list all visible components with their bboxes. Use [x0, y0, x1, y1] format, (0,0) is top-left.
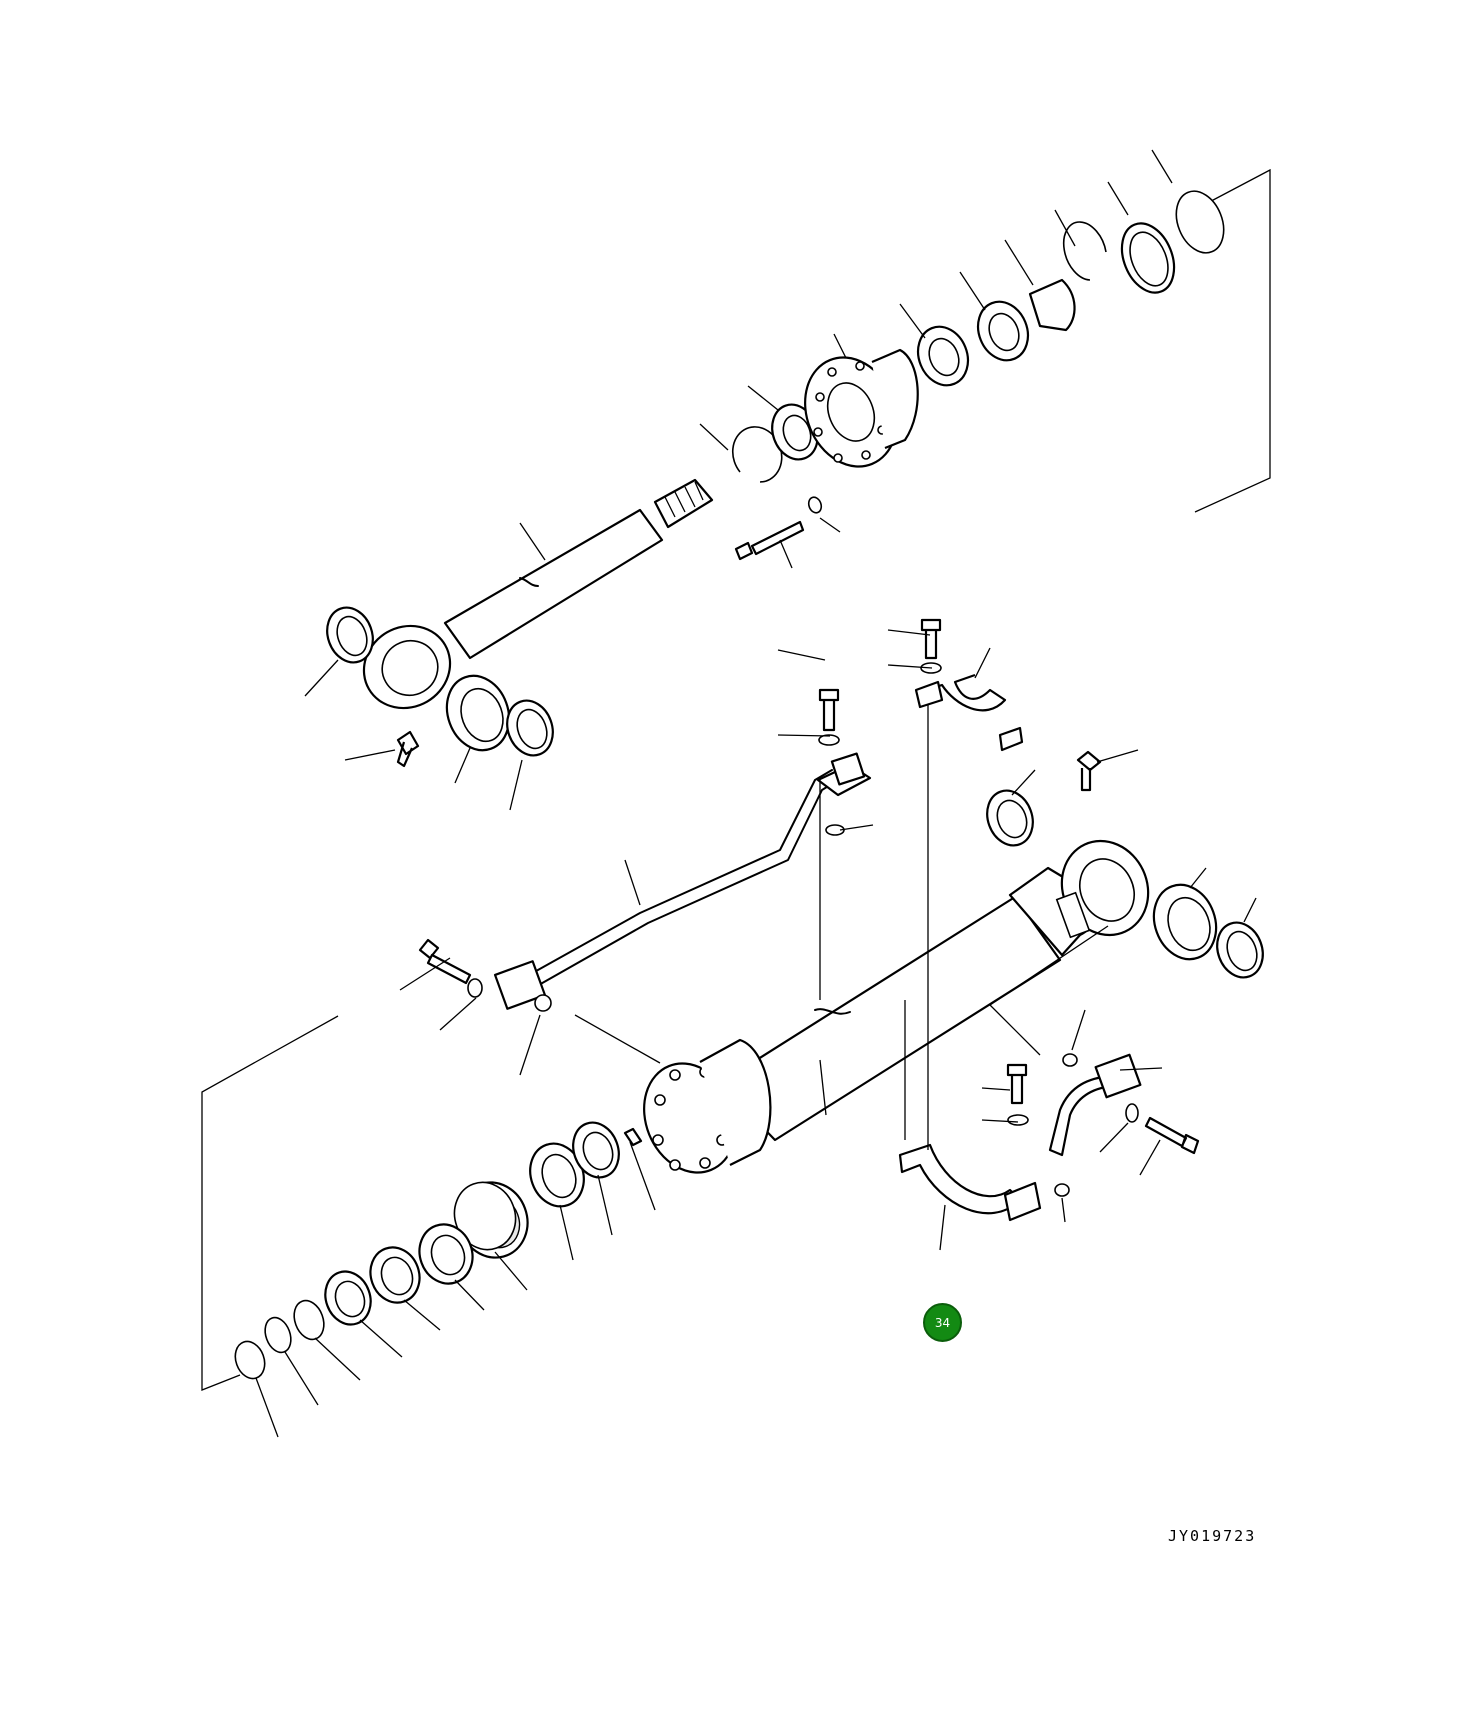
piston-rod [443, 508, 664, 660]
head-bolt [734, 520, 805, 561]
pipe-oring-lower [534, 994, 552, 1012]
rod-group-bracket [1194, 168, 1271, 513]
bottom-oring-2 [1054, 1183, 1070, 1197]
grease-fitting [396, 730, 420, 768]
pipe-clamp-lower [898, 1143, 1022, 1215]
tube-neck [699, 1038, 772, 1166]
hydraulic-pipe [519, 769, 833, 981]
rod-assembly [304, 149, 1271, 811]
rod-bushing-sleeve [1028, 278, 1076, 332]
rod-leader-lines [304, 149, 1173, 811]
head-boss [871, 348, 919, 450]
head-washer [807, 496, 823, 514]
clamp-bolt-lower [1006, 1063, 1028, 1105]
o-ring [1175, 190, 1225, 254]
tube-assembly [201, 618, 1264, 1438]
drawing-number: JY019723 [1168, 1527, 1257, 1545]
pipe-clamp-upper [919, 673, 1007, 712]
pipe-bolt-lower [418, 938, 472, 985]
snap-ring [731, 426, 783, 483]
tube-leader-lines [255, 629, 1257, 1438]
piston-ring-5 [264, 1316, 292, 1354]
set-screw [623, 1127, 643, 1147]
bottom-oring [1062, 1053, 1078, 1067]
bottom-pipe-flange [1094, 1053, 1142, 1099]
rod-thread [653, 478, 714, 529]
bottom-washer [1125, 1103, 1139, 1123]
tube-grease-fitting [1076, 750, 1102, 792]
pipe-washer-upper [818, 734, 840, 746]
bottom-pipe-bolt [1144, 1116, 1200, 1155]
pipe-washer-lower [467, 978, 483, 998]
pipe-flange-lower [493, 960, 547, 1010]
piston-ring-4 [293, 1299, 325, 1341]
callout-marker[interactable]: 34 [923, 1303, 962, 1342]
tube-group-bracket [201, 1015, 339, 1391]
pipe-bolt-upper [818, 688, 840, 732]
clamp-washer-lower [1007, 1114, 1029, 1126]
port-block [1055, 891, 1091, 939]
clamp-bolt-upper [920, 618, 942, 660]
snap-ring-2 [1062, 221, 1107, 281]
